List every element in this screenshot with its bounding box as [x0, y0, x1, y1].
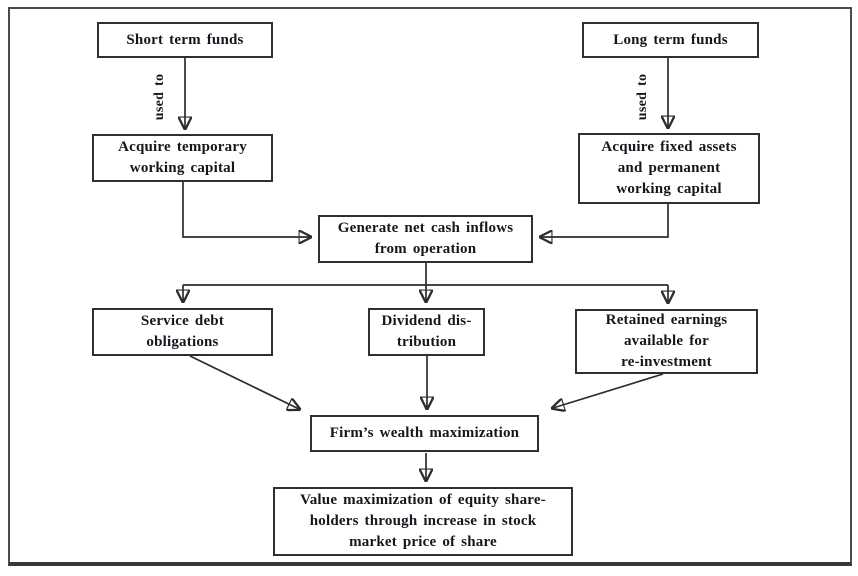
node-long-term-funds: Long term funds	[582, 22, 759, 58]
diagram-outer-frame	[8, 7, 852, 566]
edge-label-used-to-right: used to	[635, 73, 650, 121]
node-generate-net-cash-inflows: Generate net cash inflows from operation	[318, 215, 533, 263]
node-retained-earnings: Retained earnings available for re-inves…	[575, 309, 758, 374]
edge-label-used-to-left: used to	[152, 73, 167, 121]
node-acquire-fixed-assets: Acquire fixed assets and permanent worki…	[578, 133, 760, 204]
node-short-term-funds: Short term funds	[97, 22, 273, 58]
node-acquire-temporary-working-capital: Acquire temporary working capital	[92, 134, 273, 182]
node-dividend-distribution: Dividend dis- tribution	[368, 308, 485, 356]
node-firms-wealth-maximization: Firm’s wealth maximization	[310, 415, 539, 452]
node-service-debt-obligations: Service debt obligations	[92, 308, 273, 356]
node-value-maximization-equity: Value maximization of equity share- hold…	[273, 487, 573, 556]
